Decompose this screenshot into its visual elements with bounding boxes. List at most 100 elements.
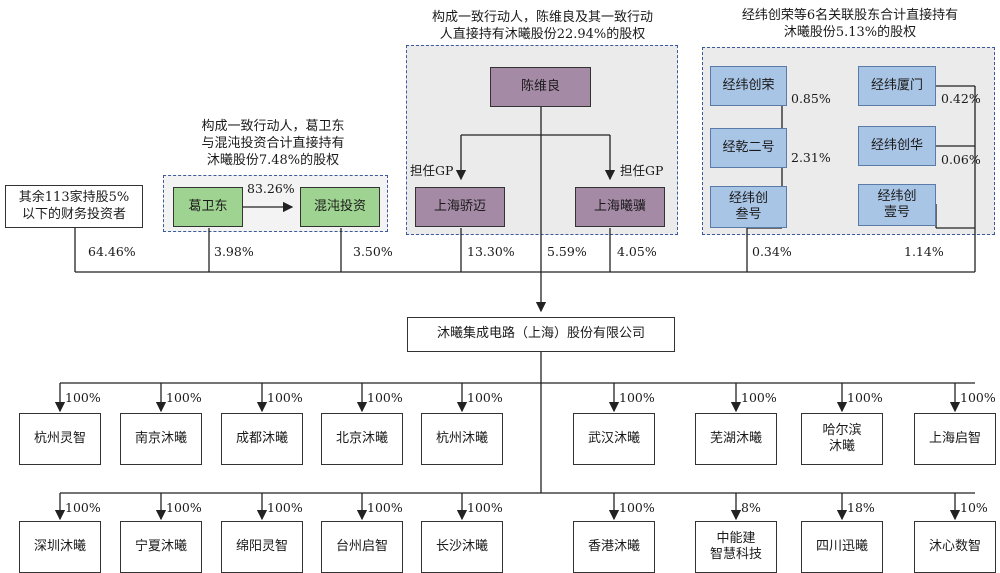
subsidiary-box: 南京沐曦 [120,413,202,465]
qiaomai-holding-pct: 13.30% [467,244,515,259]
subsidiary-box: 芜湖沐曦 [695,413,777,465]
subsidiary-box: 成都沐曦 [221,413,303,465]
subsidiary-name: 哈尔滨 [822,422,862,438]
subsidiary-name: 四川迅曦 [815,538,868,554]
subsidiary-name: 南京沐曦 [134,430,187,446]
gp-right-label: 担任GP [620,163,664,178]
subsidiary-name: 中能建 [716,530,756,546]
shanghai-xiji-label: 上海曦骥 [593,198,646,214]
ge-holding-pct: 3.98% [214,244,254,259]
subsidiary-name: 宁夏沐曦 [134,538,187,554]
subsidiary-name: 绵阳灵智 [235,538,288,554]
chen-weiliang-box: 陈维良 [490,67,591,107]
jingwei-chuangyi-line1: 经纬创 [877,188,917,204]
hundun-holding-pct: 3.50% [353,244,393,259]
erhao-pct: 2.31% [791,150,831,165]
jingwei-chuangyi-box: 经纬创 壹号 [858,184,936,226]
subsidiary-box: 长沙沐曦 [421,521,503,573]
xiji-holding-pct: 4.05% [617,244,657,259]
subsidiary-box: 北京沐曦 [321,413,403,465]
jingwei-chuanghua-label: 经纬创华 [870,137,923,153]
subsidiary-name: 深圳沐曦 [33,538,86,554]
company-name: 沐曦集成电路（上海）股份有限公司 [436,326,645,342]
chuangyi-holding-pct: 1.14% [904,244,944,259]
xiamen-pct: 0.42% [941,91,981,106]
caption-right-line2: 沐曦股份5.13%的股权 [783,24,917,40]
subsidiary-box: 杭州沐曦 [421,413,503,465]
chuanghua-pct: 0.06% [941,152,981,167]
subsidiary-name: 芜湖沐曦 [709,430,762,446]
subsidiary-box: 中能建智慧科技 [695,521,777,573]
subsidiary-pct: 100% [166,500,202,515]
shanghai-qiaomai-label: 上海骄迈 [433,198,486,214]
subsidiary-pct: 100% [267,500,303,515]
subsidiary-box: 台州启智 [321,521,403,573]
subsidiary-pct: 100% [847,390,883,405]
ge-weidong-label: 葛卫东 [188,198,228,214]
subsidiary-pct: 100% [467,500,503,515]
subsidiary-box: 上海启智 [914,413,996,465]
others-investors-box: 其余113家持股5% 以下的财务投资者 [5,185,143,228]
subsidiary-pct: 100% [367,390,403,405]
subsidiary-box: 四川迅曦 [801,521,883,573]
jingwei-chuangrong-box: 经纬创荣 [710,66,787,106]
subsidiary-name: 上海启智 [928,430,981,446]
subsidiary-pct: 100% [467,390,503,405]
chuangrong-pct: 0.85% [791,91,831,106]
subsidiary-pct: 10% [960,500,988,515]
caption-middle: 构成一致行动人，陈维良及其一致行动 人直接持有沐曦股份22.94%的股权 [400,10,685,44]
subsidiary-box: 杭州灵智 [19,413,101,465]
subsidiary-box: 香港沐曦 [573,521,655,573]
subsidiary-pct: 100% [741,390,777,405]
subsidiary-name: 香港沐曦 [587,538,640,554]
subsidiary-name: 智慧科技 [709,547,762,562]
jingwei-xiamen-label: 经纬厦门 [870,77,923,93]
subsidiary-pct: 100% [65,390,101,405]
subsidiary-pct: 100% [267,390,303,405]
ge-to-hundun-pct: 83.26% [247,181,295,196]
subsidiary-name: 杭州灵智 [33,430,86,446]
subsidiary-name: 长沙沐曦 [435,538,488,554]
caption-left-line1: 构成一致行动人，葛卫东 [201,119,345,134]
jingwei-chuanghua-box: 经纬创华 [858,126,936,166]
subsidiary-box: 绵阳灵智 [221,521,303,573]
subsidiary-pct: 100% [619,500,655,515]
subsidiary-pct: 100% [960,390,996,405]
subsidiary-name: 成都沐曦 [235,430,288,446]
others-line2: 以下的财务投资者 [21,206,126,222]
others-holding-pct: 64.46% [88,244,136,259]
chen-holding-pct: 5.59% [547,244,587,259]
subsidiary-pct: 8% [741,500,761,515]
shanghai-qiaomai-box: 上海骄迈 [415,187,505,227]
subsidiary-name: 台州启智 [335,538,388,554]
jingwei-chuangrong-label: 经纬创荣 [722,77,775,93]
jingwei-chuangsan-line2: 叁号 [735,207,762,222]
subsidiary-pct: 18% [847,500,875,515]
caption-left: 构成一致行动人，葛卫东 与混沌投资合计直接持有 沐曦股份7.48%的股权 [168,119,378,170]
jingwei-chuangsan-line1: 经纬创 [728,190,768,206]
subsidiary-name: 武汉沐曦 [587,430,640,446]
subsidiary-pct: 100% [619,390,655,405]
chen-weiliang-label: 陈维良 [520,78,560,94]
subsidiary-box: 宁夏沐曦 [120,521,202,573]
caption-right-line1: 经纬创荣等6名关联股东合计直接持有 [741,8,959,23]
subsidiary-box: 哈尔滨沐曦 [801,413,883,465]
jingwei-chuangsan-box: 经纬创 叁号 [710,186,787,228]
subsidiary-box: 武汉沐曦 [573,413,655,465]
subsidiary-pct: 100% [65,500,101,515]
jingqian-erhao-label: 经乾二号 [722,139,775,155]
hundun-label: 混沌投资 [313,198,366,214]
jingwei-chuangyi-line2: 壹号 [883,205,910,220]
jingqian-erhao-box: 经乾二号 [710,128,787,168]
hundun-box: 混沌投资 [300,187,380,227]
jingwei-xiamen-box: 经纬厦门 [858,66,936,106]
ge-weidong-box: 葛卫东 [173,187,243,227]
subsidiary-name: 杭州沐曦 [435,430,488,446]
subsidiary-name: 北京沐曦 [335,430,388,446]
subsidiary-name: 沐曦 [828,439,855,454]
gp-left-label: 担任GP [410,163,454,178]
others-line1: 其余113家持股5% [18,190,130,206]
subsidiary-pct: 100% [166,390,202,405]
shanghai-xiji-box: 上海曦骥 [575,187,665,227]
caption-middle-line2: 人直接持有沐曦股份22.94%的股权 [439,26,646,42]
